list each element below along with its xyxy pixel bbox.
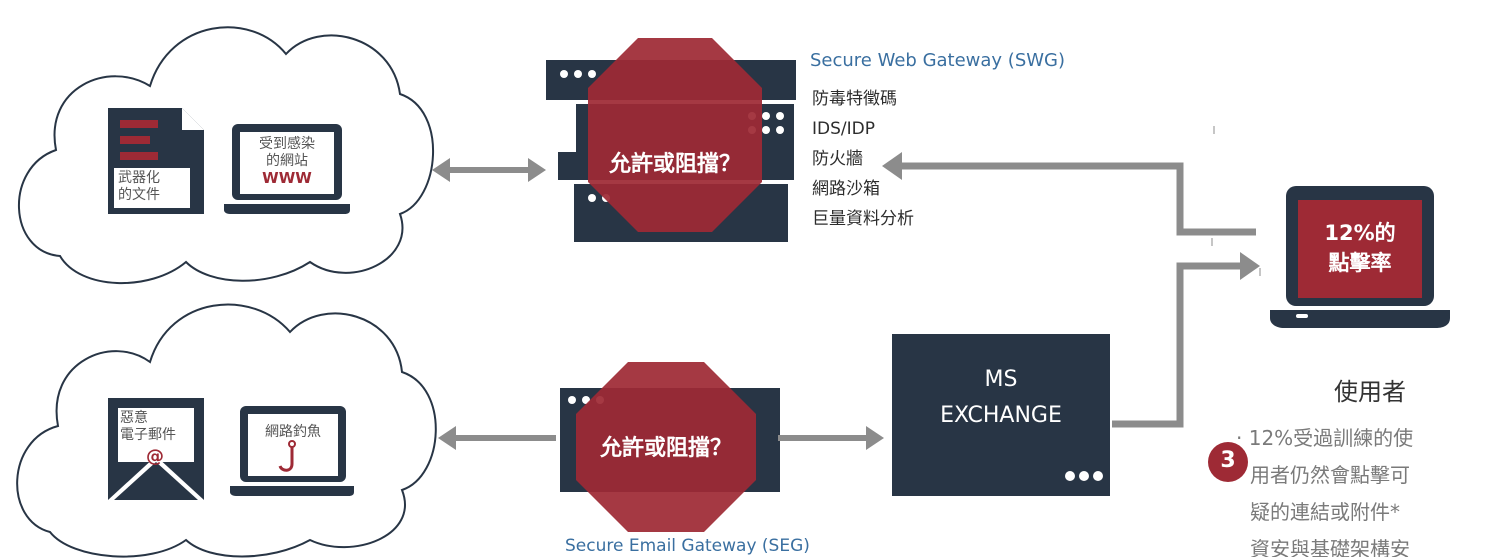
phishing-label: 網路釣魚	[265, 424, 321, 440]
user-note: · 12%受過訓練的使 用者仍然會點擊可 疑的連結或附件* 資安與基礎架構安	[1236, 420, 1486, 557]
web-threat-cloud	[18, 26, 434, 285]
note-line: 疑的連結或附件*	[1250, 500, 1400, 524]
swg-feature-list: 防毒特徵碼 IDS/IDP 防火牆 網路沙箱 巨量資料分析	[812, 84, 914, 234]
seg-decision-label: 允許或阻擋？	[599, 436, 732, 461]
user-label: 使用者	[1334, 378, 1406, 406]
user-to-swg-arrow	[882, 152, 1256, 236]
click-rate-label: 12%的 點擊率	[1324, 221, 1396, 275]
note-line: · 12%受過訓練的使	[1236, 426, 1414, 450]
web-double-arrow	[432, 158, 546, 182]
swg-feature: 防火牆	[812, 149, 863, 169]
exchange-label: MS EXCHANGE	[940, 367, 1062, 428]
fish-hook-icon	[278, 446, 294, 472]
infected-site-label: 受到感染 的網站 WWW	[240, 136, 334, 187]
swg-feature: 防毒特徵碼	[812, 89, 897, 109]
swg-stop-octagon	[588, 38, 762, 232]
swg-decision-label: 允許或阻擋？	[608, 152, 741, 177]
infected-website-laptop-icon	[224, 124, 350, 214]
step-badge	[1208, 442, 1248, 482]
phishing-laptop-icon	[230, 406, 354, 496]
email-threat-cloud	[16, 303, 437, 558]
swg-feature: IDS/IDP	[812, 119, 875, 139]
exchange-to-user-arrow	[1112, 252, 1260, 428]
swg-title: Secure Web Gateway (SWG)	[810, 50, 1066, 71]
www-text: WWW	[262, 169, 312, 187]
ms-exchange-server	[892, 334, 1110, 496]
weaponized-document-icon	[108, 108, 204, 214]
seg-title: Secure Email Gateway (SEG)	[565, 536, 810, 556]
weaponized-doc-label: 武器化 的文件	[118, 170, 160, 203]
step-number: 3	[1220, 448, 1236, 473]
seg-to-exchange-arrow	[778, 426, 884, 450]
swg-feature: 巨量資料分析	[812, 209, 914, 229]
note-line: 資安與基礎架構安	[1250, 537, 1410, 557]
email-left-arrow	[438, 426, 556, 450]
note-line: 用者仍然會點擊可	[1250, 463, 1410, 487]
user-laptop-icon	[1270, 186, 1450, 328]
swg-feature: 網路沙箱	[812, 179, 880, 199]
at-sign-icon: @	[146, 446, 164, 467]
malicious-email-label: 惡意 電子郵件	[120, 410, 176, 443]
seg-stop-octagon	[576, 362, 756, 532]
malicious-email-icon	[108, 398, 204, 500]
